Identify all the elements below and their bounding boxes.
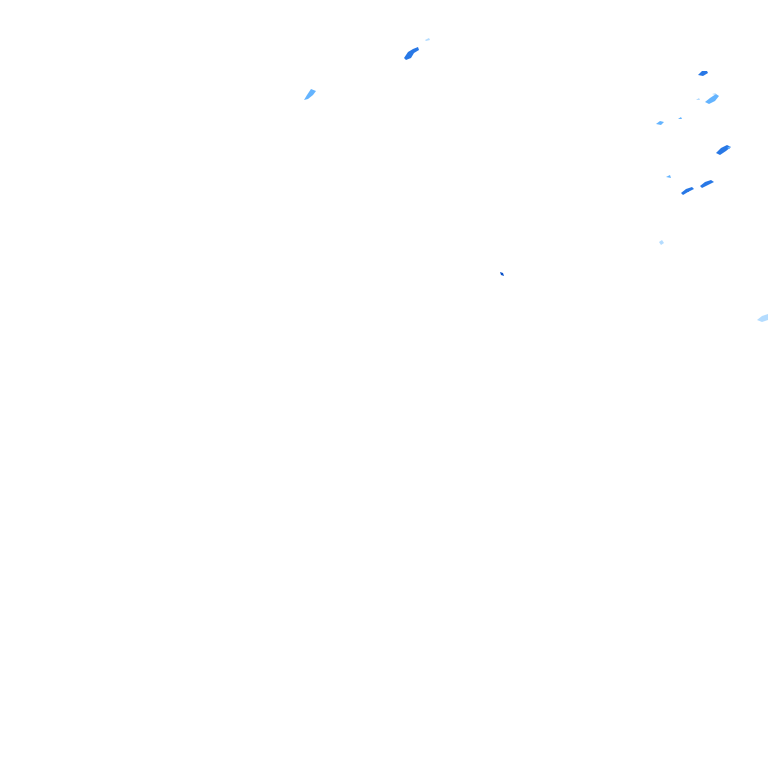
echo-cell-5-core	[708, 99, 713, 102]
echo-cell-11-core	[703, 183, 708, 185]
echo-cell-10-core	[684, 190, 689, 192]
echo-cell-15	[712, 93, 716, 95]
echo-cell-3	[304, 89, 316, 100]
echo-cell-9	[666, 175, 671, 178]
echo-cell-4-core	[700, 72, 704, 74]
echo-cell-7b	[678, 117, 682, 119]
echo-cell-8-core	[719, 149, 724, 152]
echo-cell-6	[696, 98, 700, 100]
echo-cell-16	[727, 146, 730, 149]
echo-cell-14	[757, 314, 768, 322]
echo-cell-7	[656, 121, 664, 125]
echo-cluster-east	[656, 71, 768, 322]
echo-cell-12	[659, 240, 664, 245]
echo-cell-13	[500, 272, 504, 276]
echo-cluster-north	[404, 38, 430, 60]
echo-cell-1-core	[406, 54, 412, 58]
echo-cell-2	[425, 38, 430, 41]
